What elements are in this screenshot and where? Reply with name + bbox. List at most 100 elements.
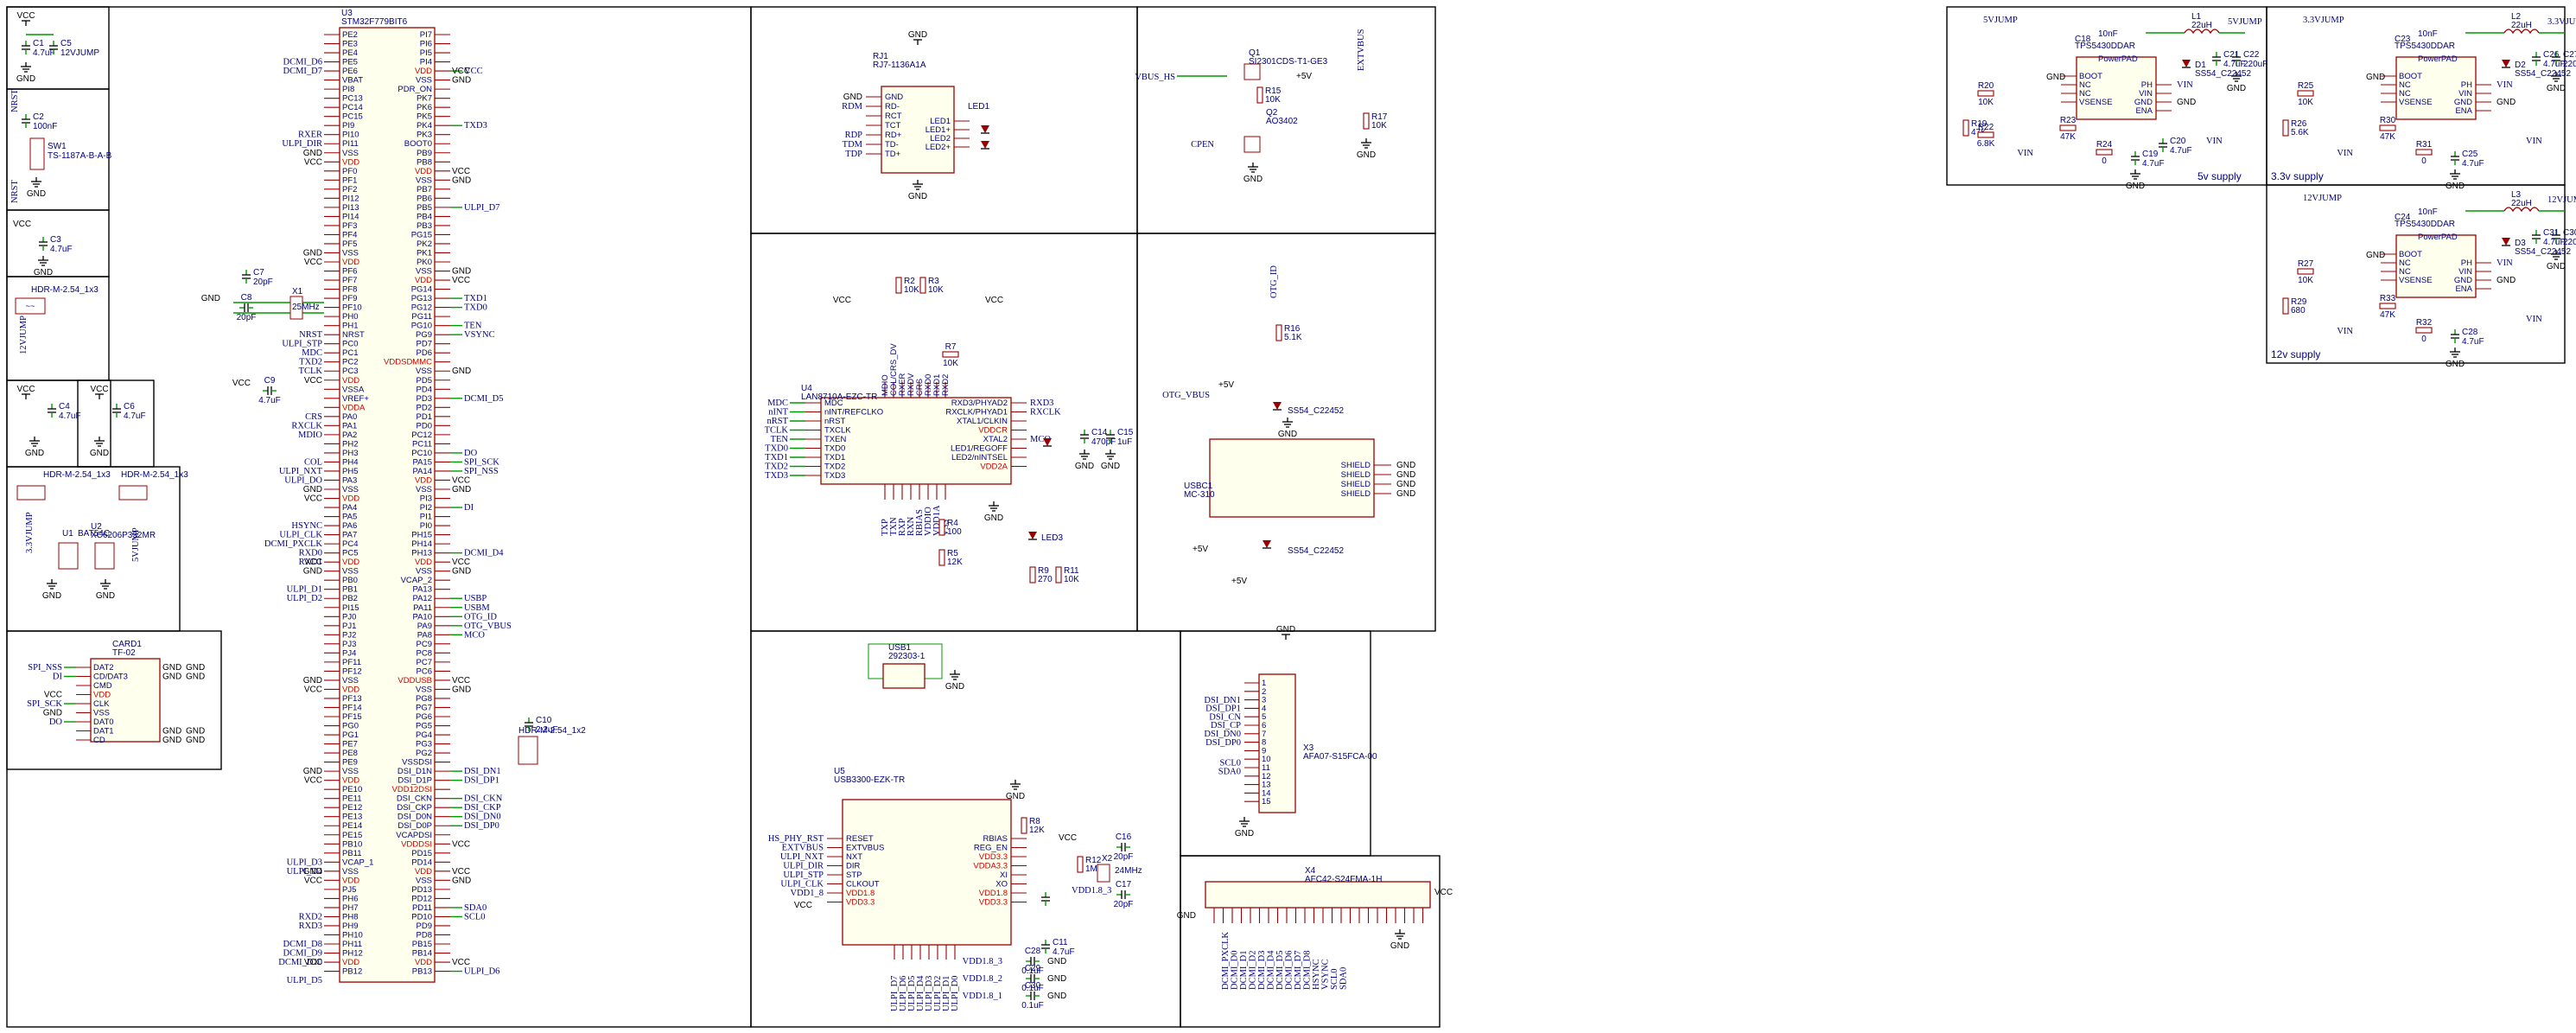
cap-value: 0.1uF	[1021, 1001, 1044, 1011]
cap-ref: C5	[60, 39, 72, 48]
mcu-part: STM32F779BIT6	[341, 17, 408, 27]
resistor-ref: R24	[2096, 140, 2113, 150]
u5-vdd18-net: VDD1.8_3	[1072, 886, 1111, 896]
cap-ref: C27	[2563, 50, 2576, 60]
u5-bottom-net: ULPI_D1	[942, 976, 951, 1011]
mcu-u3: U3STM32F779BIT6PE2PE3PE4PE5PE6VBATPI8PC1…	[201, 9, 586, 985]
mcu-pin-right: PG6	[416, 712, 432, 722]
tps-left-pin: NC	[2399, 258, 2411, 268]
mcu-net-right: ULPI_D6	[464, 967, 499, 977]
mcu-pin-left: PF14	[342, 703, 362, 712]
mcu-pin-left: PI8	[342, 85, 354, 94]
mcu-vcc-stub: VCC	[452, 276, 470, 285]
u5-left-net: ULPI_DIR	[783, 862, 824, 871]
mcu-net-right: DSI_CKN	[464, 794, 503, 804]
mcu-gnd-stub: GND	[303, 867, 322, 877]
u5-vcc-left: VCC	[794, 901, 812, 910]
u1-part: BAT54C	[78, 529, 110, 539]
x4-ref: X4	[1305, 866, 1316, 876]
x3-pin-num: 13	[1262, 781, 1271, 790]
resistor-ref: R9	[1038, 566, 1049, 576]
u5-vdd18-cap-net: VDD1.8_1	[963, 992, 1002, 1001]
mcu-pin-right: VSS	[416, 876, 432, 885]
sd-pin-label: DAT0	[93, 717, 114, 727]
mcu-pin-right: PC11	[412, 439, 432, 449]
x4-net: DCMI_D8	[1303, 950, 1313, 990]
resistor-ref: R15	[1265, 86, 1282, 96]
phy-left-net: TXD0	[765, 444, 788, 454]
u1-ref: U1	[62, 529, 73, 539]
mcu-pin-right: PG8	[416, 694, 432, 704]
gnd-label: GND	[1278, 430, 1297, 439]
cap-value: 12VJUMP	[60, 48, 99, 58]
mcu-net-right: TXD1	[464, 294, 487, 303]
sd-shield-gnd-2: GND	[186, 663, 205, 673]
cap-ref: C4	[59, 402, 70, 411]
mcu-pin-right: VDDSDMMC	[384, 358, 432, 367]
schottky	[2182, 60, 2191, 68]
mcu-pin-right: PG7	[416, 703, 432, 712]
mcu-pin-right: PD12	[411, 894, 432, 903]
mcu-net-right: DSI_DN0	[464, 813, 501, 822]
usb1-body	[882, 663, 925, 689]
schottky-ref: D2	[2515, 61, 2526, 70]
resistor-ref: R8	[1029, 817, 1040, 826]
mcu-pin-left: PB11	[342, 849, 362, 858]
u5-bottom-net: ULPI_D3	[925, 976, 934, 1011]
x3-pin-num: 11	[1262, 763, 1270, 773]
mcu-pin-right: PB5	[417, 203, 432, 213]
mcu-gnd-stub: GND	[303, 567, 322, 577]
mcu-pin-left: PH0	[342, 312, 358, 322]
resistor-value: 5.6K	[2291, 128, 2309, 137]
mcu-pin-right: VDD	[415, 167, 432, 176]
mcu-pin-right: PD14	[411, 858, 432, 867]
mcu-pin-left: PF3	[342, 221, 357, 231]
inductor-value: 22uH	[2511, 199, 2532, 208]
supply-jump-net: 12VJUMP	[2303, 194, 2342, 203]
u5-right-pin: RBIAS	[983, 834, 1008, 844]
x3-net: DSI_DP1	[1205, 705, 1241, 714]
resistor-value: 0	[2421, 335, 2427, 344]
mcu-pin-left: VDD	[342, 958, 359, 967]
mcu-pin-right: PI4	[420, 58, 432, 67]
rj45-gnd: GND	[843, 92, 862, 102]
supply-2: 12VJUMPTPS5430DDARC24PowerPADBOOTNCNCVSE…	[2271, 190, 2576, 369]
mcu-pin-right: PI7	[420, 30, 432, 40]
cap-value: 2.2uF	[536, 725, 558, 735]
mcu-pin-right: VDD	[415, 276, 432, 285]
resistor-body	[2059, 124, 2077, 131]
supply-jump-net: 5VJUMP	[1983, 16, 2018, 25]
power-label: VCC	[16, 11, 35, 21]
vcc-top: VCC	[16, 11, 35, 26]
resistor-ref: R22	[1978, 123, 1994, 132]
resistor-value: 47K	[2380, 310, 2395, 320]
u5-bottom-net: ULPI_D2	[933, 976, 943, 1011]
x3-pin-num: 4	[1262, 704, 1266, 713]
c15-gnd: GND	[1101, 450, 1120, 471]
u2-ref: U2	[91, 522, 102, 532]
mcu-pin-right: PG12	[411, 303, 432, 313]
mcu-pin-right: PK7	[417, 94, 432, 104]
mcu-pin-left: VDD	[342, 258, 359, 267]
gnd-label: GND	[908, 192, 927, 201]
mcu-pin-left: PJ5	[342, 885, 356, 895]
mcu-pin-left: VDD	[342, 558, 359, 567]
cap-value: 4.7uF	[59, 411, 81, 421]
cap-value: 4.7uF	[50, 245, 73, 254]
mcu-net-left: MDC	[302, 348, 322, 358]
tps-body	[2395, 234, 2477, 298]
mcu-pin-left: PE8	[342, 749, 358, 758]
phy-bottom-net: RXP	[898, 518, 907, 536]
resistor-ref: R7	[945, 342, 957, 352]
tps-right-pin: GND	[2454, 98, 2472, 107]
cap-ref: C17	[1116, 880, 1132, 890]
u5-right-pin: VDD1.8	[979, 889, 1008, 898]
mcu-net-right: DCMI_D5	[464, 394, 504, 404]
x4-net: HSYNC	[1312, 959, 1321, 990]
usbc-5v-bottom: +5V	[1231, 577, 1247, 586]
x3-ref: X3	[1303, 743, 1314, 753]
